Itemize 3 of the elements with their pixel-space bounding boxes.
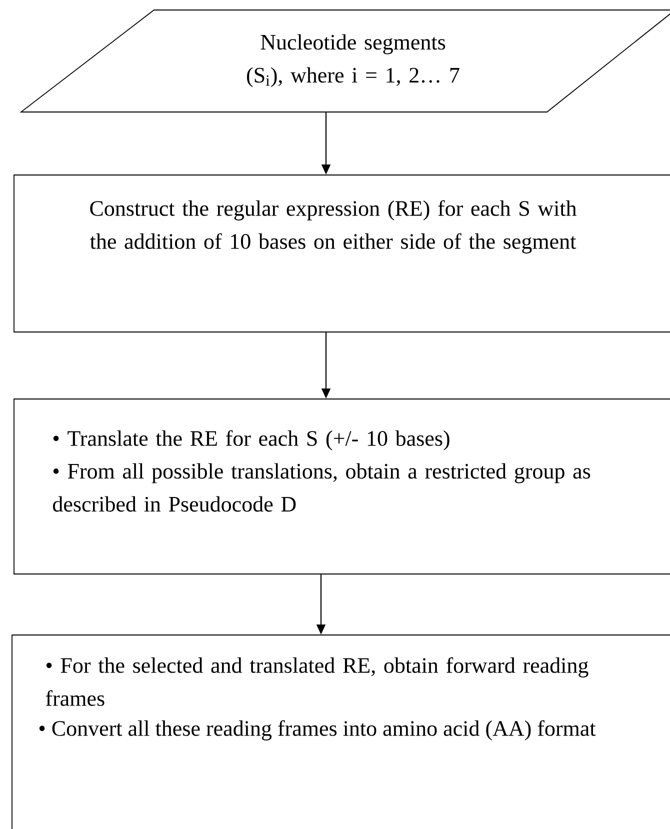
process-box: • Translate the RE for each S (+/- 10 bases) • From all possible translations, obtain a restricted group as described in Pseudocode D	[14, 398, 670, 574]
process-box: Construct the regular expression (RE) for each S with the addition of 10 bases on either side of the segment	[14, 174, 670, 332]
process-box: • For the selected and translated RE, obtain forward reading frames • Convert all these reading frames into amino acid (AA) format	[12, 634, 670, 829]
